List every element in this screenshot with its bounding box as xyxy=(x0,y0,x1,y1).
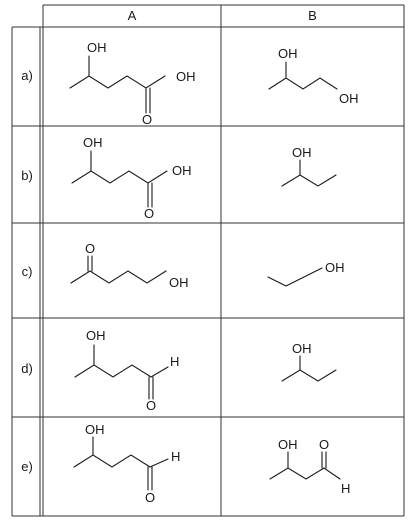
oh-label: OH xyxy=(86,328,106,343)
h-label: H xyxy=(171,449,180,464)
o-label: O xyxy=(142,112,152,127)
oh-label: OH xyxy=(292,341,312,356)
oh-label: OH xyxy=(176,69,196,84)
row-label-e: e) xyxy=(21,459,33,474)
oh-label: OH xyxy=(169,275,189,290)
o-label: O xyxy=(146,398,156,413)
o-label: O xyxy=(145,490,155,505)
o-label: O xyxy=(144,206,154,221)
row-label-d: d) xyxy=(21,361,33,376)
oh-label: OH xyxy=(325,260,345,275)
oh-label: OH xyxy=(278,437,298,452)
oh-label: OH xyxy=(292,145,312,160)
row-label-c: c) xyxy=(21,264,33,279)
oh-label: OH xyxy=(172,163,192,178)
oh-label: OH xyxy=(83,135,103,150)
o-label: O xyxy=(319,437,329,452)
h-label: H xyxy=(170,354,179,369)
column-header-b: B xyxy=(308,8,317,23)
oh-label: OH xyxy=(85,422,105,437)
row-label-a: a) xyxy=(21,68,33,83)
o-label: O xyxy=(85,241,95,256)
oh-label: OH xyxy=(339,91,359,106)
column-header-a: A xyxy=(127,8,137,23)
oh-label: OH xyxy=(87,40,107,55)
oh-label: OH xyxy=(278,46,298,61)
row-label-b: b) xyxy=(21,168,33,183)
h-label: H xyxy=(341,481,350,496)
